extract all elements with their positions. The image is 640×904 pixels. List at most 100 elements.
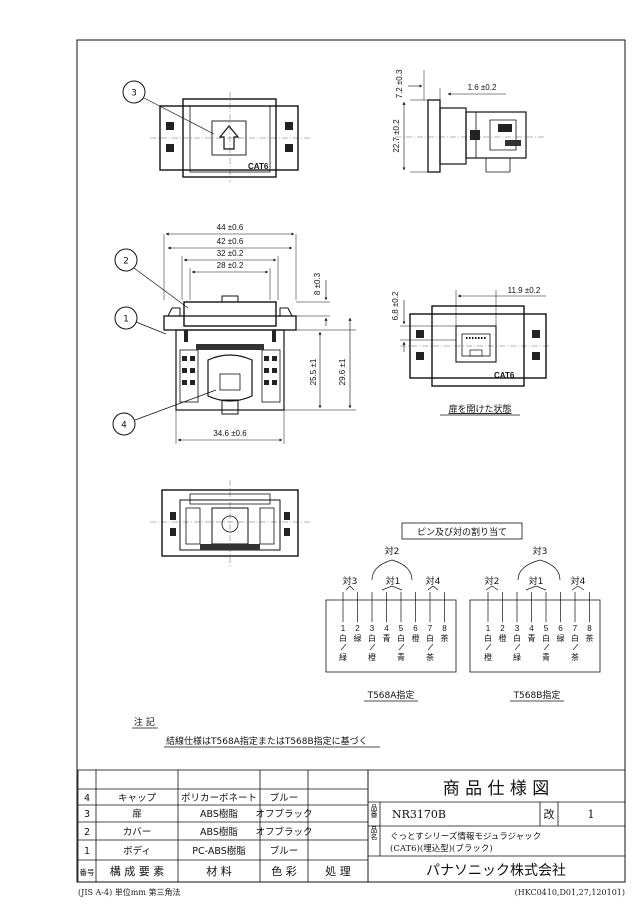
svg-text:44 ±0.6: 44 ±0.6 (217, 223, 244, 232)
t568a-pin-color: 白 (368, 633, 376, 643)
t568a-pin-number: 5 (399, 624, 404, 633)
svg-text:対1: 対1 (386, 575, 401, 587)
t568a-pin-slash (427, 643, 434, 651)
callout-1: 1 (114, 306, 167, 335)
t568a-caption: T568A指定 (367, 689, 415, 701)
t568a-pin-color: 白 (339, 633, 347, 643)
svg-text:29.6 ±1: 29.6 ±1 (338, 358, 347, 385)
hinban-label: 品番 (370, 804, 378, 819)
parts-row-4: 4 キャップ ポリカーボネート ブルー (84, 792, 298, 804)
t568b-pin-color: 青 (528, 633, 536, 643)
parts-header: 番号 構 成 要 素 材 料 色 彩 処 理 (80, 864, 351, 878)
t568b-pin-stripe: 緑 (513, 652, 521, 662)
svg-text:2: 2 (123, 257, 129, 267)
svg-text:ポリカーボネート: ポリカーボネート (181, 793, 257, 804)
revision-label: 改 (544, 807, 555, 821)
svg-text:4: 4 (121, 421, 127, 431)
svg-text:CAT6: CAT6 (494, 371, 515, 380)
t568b-pin-number: 6 (558, 624, 563, 633)
svg-text:ボディ: ボディ (123, 845, 151, 857)
svg-text:対1: 対1 (529, 575, 544, 587)
t568a-pin-slash (398, 643, 405, 651)
t568b-pin-slash (485, 643, 492, 651)
t568a-pin-number: 2 (355, 624, 360, 633)
t568b-pin-slash (543, 643, 550, 651)
parts-table: 4 キャップ ポリカーボネート ブルー 3 扉 ABS樹脂 オフブラック 2 カ… (77, 769, 369, 883)
t568b-pin-color: 緑 (557, 633, 565, 643)
svg-text:対4: 対4 (426, 575, 441, 587)
t568b-pin-number: 7 (573, 624, 578, 633)
t568a-pin-number: 4 (384, 624, 389, 633)
svg-text:34.6 ±0.6: 34.6 ±0.6 (213, 429, 247, 438)
svg-text:1.6 ±0.2: 1.6 ±0.2 (468, 83, 497, 92)
callout-2: 2 (114, 248, 189, 309)
pin-assignment-title: ピン及び対の割り当て (417, 526, 507, 538)
svg-text:ABS樹脂: ABS樹脂 (200, 808, 238, 820)
footer-left: (JIS A-4) 単位mm 第三角法 (78, 887, 180, 897)
side-view: 22.7 ±0.2 7.2 ±0.3 1.6 ±0.2 (392, 69, 545, 173)
svg-text:構 成 要 素: 構 成 要 素 (110, 865, 165, 878)
t568a-pin-number: 7 (428, 624, 433, 633)
t568a-pin-color: 青 (383, 633, 391, 643)
svg-text:材 料: 材 料 (206, 864, 232, 878)
t568b-pin-number: 8 (587, 624, 592, 633)
t568b-pin-number: 5 (544, 624, 549, 633)
company-name: パナソニック株式会社 (426, 863, 566, 879)
front-view-top: CAT6 (150, 92, 310, 182)
t568a-pin-color: 茶 (441, 633, 449, 643)
svg-text:1: 1 (123, 315, 129, 325)
svg-text:扉: 扉 (132, 808, 142, 820)
door-open-caption: 扉を開けた状態 (448, 403, 511, 415)
svg-text:番号: 番号 (80, 867, 95, 877)
t568a-pin-color: 橙 (412, 633, 420, 643)
svg-text:25.5 ±1: 25.5 ±1 (309, 358, 318, 385)
svg-text:1: 1 (84, 846, 90, 857)
t568b-pin-color: 橙 (499, 633, 507, 643)
svg-text:対4: 対4 (571, 575, 586, 587)
svg-text:3: 3 (84, 809, 90, 820)
cat6-label: CAT6 (248, 162, 269, 171)
t568b-pin-color: 白 (513, 633, 521, 643)
t568b-pin-number: 3 (515, 624, 520, 633)
svg-text:色 彩: 色 彩 (271, 864, 297, 878)
svg-text:オフブラック: オフブラック (255, 826, 312, 838)
t568a-pin-number: 3 (370, 624, 375, 633)
svg-text:7.2 ±0.3: 7.2 ±0.3 (395, 69, 404, 98)
parts-row-1: 1 ボディ PC-ABS樹脂 ブルー (84, 845, 298, 857)
pin-assignment: ピン及び対の割り当て 対2 対3 対1 対4 1白緑2緑3白橙4青5白青6橙7白… (325, 522, 601, 702)
svg-text:3: 3 (131, 89, 137, 99)
t568a-pin-stripe: 橙 (368, 652, 376, 662)
t568a-pin-slash (369, 643, 376, 651)
svg-text:6.8 ±0.2: 6.8 ±0.2 (391, 291, 400, 320)
svg-text:8 ±0.3: 8 ±0.3 (313, 272, 322, 295)
svg-text:42 ±0.6: 42 ±0.6 (217, 237, 244, 246)
svg-text:11.9 ±0.2: 11.9 ±0.2 (508, 286, 541, 295)
product-name-line2: (CAT6)(埋込型)(ブラック) (390, 843, 493, 854)
notes: 注 記 結線仕様はT568A指定またはT568B指定に基づく (132, 716, 380, 748)
t568b-pin-color: 白 (571, 633, 579, 643)
svg-text:対3: 対3 (343, 575, 358, 587)
t568a-pin-stripe: 青 (397, 652, 405, 662)
revision-number: 1 (588, 808, 595, 821)
t568a-pin-color: 緑 (354, 633, 362, 643)
svg-text:ABS樹脂: ABS樹脂 (200, 826, 238, 838)
svg-text:カバー: カバー (123, 827, 152, 838)
svg-text:対3: 対3 (533, 545, 548, 557)
t568b-pin-number: 1 (486, 624, 491, 633)
svg-text:オフブラック: オフブラック (255, 808, 312, 820)
svg-text:キャップ: キャップ (118, 793, 157, 804)
door-open-view: CAT6 11.9 ±0.2 6.8 ±0.2 扉を開けた状態 (391, 286, 550, 416)
svg-text:2: 2 (84, 827, 90, 838)
t568b-pin-slash (514, 643, 521, 651)
t568b-pin-stripe: 茶 (571, 652, 579, 662)
svg-text:22.7 ±0.2: 22.7 ±0.2 (392, 119, 401, 153)
t568b-pin-stripe: 青 (542, 652, 550, 662)
parts-row-2: 2 カバー ABS樹脂 オフブラック (84, 826, 313, 838)
t568a-pin-number: 1 (341, 624, 346, 633)
t568b-pin-slash (572, 643, 579, 651)
callout-4: 4 (112, 389, 217, 436)
svg-text:対2: 対2 (385, 545, 400, 557)
note-text: 結線仕様はT568A指定またはT568B指定に基づく (166, 735, 368, 747)
svg-text:ブルー: ブルー (270, 792, 299, 804)
